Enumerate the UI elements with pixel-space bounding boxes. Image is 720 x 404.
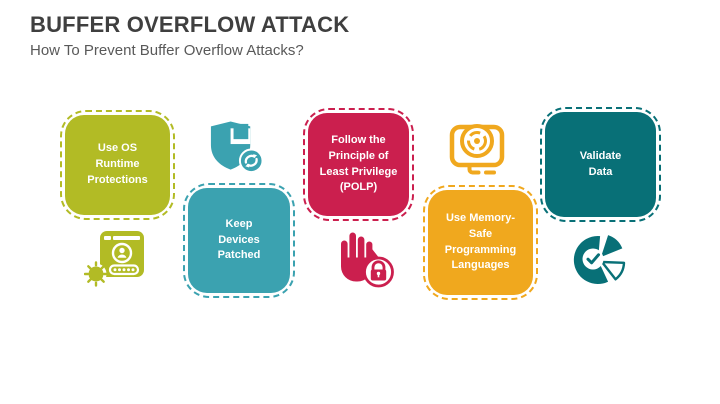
card-label: Validate Data [545, 112, 656, 217]
card-label: Use OS Runtime Protections [65, 115, 170, 215]
card-label: Use Memory- Safe Programming Languages [428, 190, 533, 295]
pie-chart-check-icon [572, 230, 628, 288]
slide-subtitle: How To Prevent Buffer Overflow Attacks? [30, 42, 304, 59]
step-card-memory-safe-languages: Use Memory- Safe Programming Languages [423, 185, 538, 300]
browser-malware-icon [84, 229, 146, 289]
monitor-camera-icon [448, 114, 506, 176]
card-label: Keep Devices Patched [188, 188, 290, 293]
card-label: Follow the Principle of Least Privilege … [308, 113, 409, 216]
stop-hand-lock-icon [333, 227, 396, 290]
step-card-os-runtime-protections: Use OS Runtime Protections [60, 110, 175, 220]
slide-title: BUFFER OVERFLOW ATTACK [30, 12, 350, 37]
step-card-least-privilege: Follow the Principle of Least Privilege … [303, 108, 414, 221]
shield-update-icon [207, 119, 264, 175]
step-card-keep-devices-patched: Keep Devices Patched [183, 183, 295, 298]
step-card-validate-data: Validate Data [540, 107, 661, 222]
